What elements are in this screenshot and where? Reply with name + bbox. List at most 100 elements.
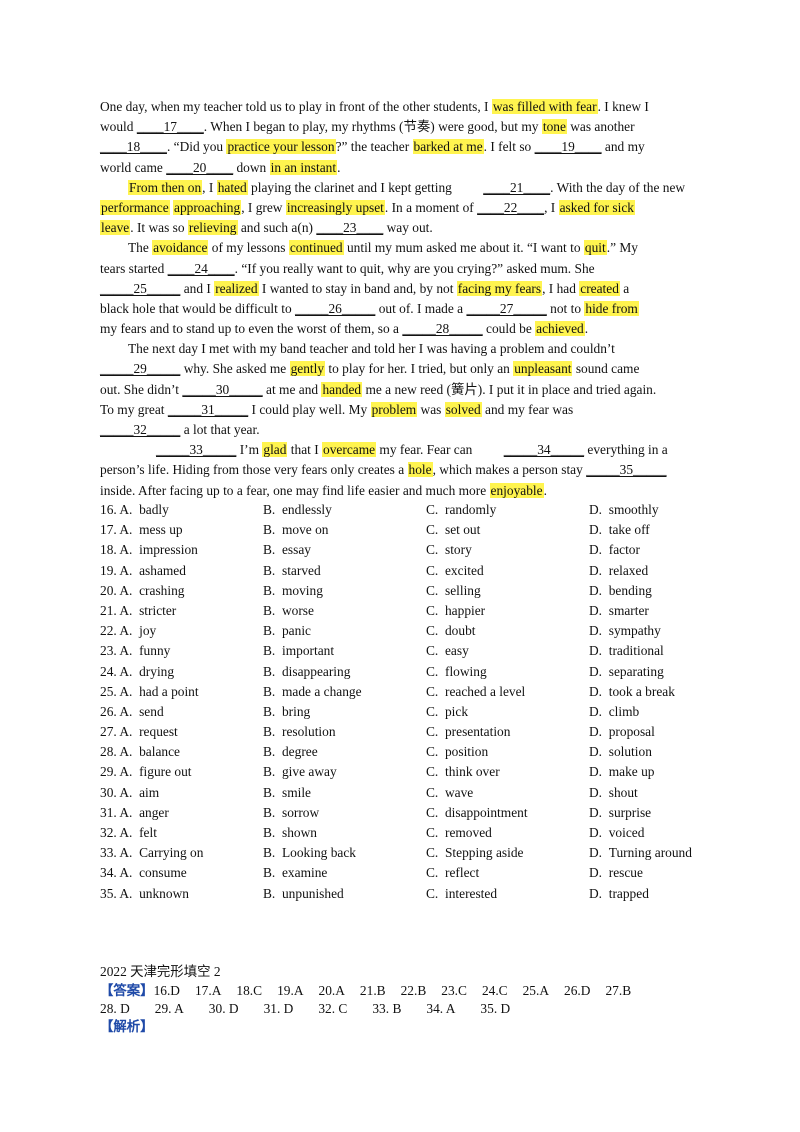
cloze-blank: ____24____: [167, 260, 235, 276]
option-text: stricter: [139, 602, 177, 618]
option-d: D. shout: [589, 783, 638, 803]
answer-item: 16.D: [153, 983, 180, 998]
question-number: 16.: [100, 502, 117, 517]
highlighted-phrase: handed: [321, 381, 363, 397]
passage-text: black hole that would be difficult to: [100, 300, 295, 316]
option-letter: D.: [589, 885, 603, 901]
option-letter: B.: [263, 502, 276, 517]
passage-text: I’m: [236, 442, 263, 458]
option-letter: C.: [426, 784, 439, 800]
option-letter: D.: [589, 562, 603, 578]
highlighted-phrase: achieved: [535, 321, 585, 337]
option-letter: C.: [426, 724, 439, 740]
option-text: Looking back: [281, 845, 356, 861]
option-letter: A.: [119, 885, 133, 901]
option-letter: D.: [589, 703, 603, 719]
option-letter: B.: [263, 623, 276, 639]
option-b: B. sorrow: [263, 803, 319, 823]
option-c: C. selling: [426, 581, 481, 601]
cloze-blank: ____22____: [477, 199, 545, 215]
option-text: factor: [608, 542, 640, 558]
option-d: D. traditional: [589, 641, 664, 661]
option-letter: B.: [263, 522, 276, 538]
option-letter: A.: [119, 522, 133, 538]
option-text: worse: [281, 602, 314, 618]
question-number: 20.: [100, 582, 117, 598]
option-text: degree: [281, 744, 318, 760]
option-b: B. examine: [263, 863, 327, 883]
option-b: B. smile: [263, 783, 311, 803]
answer-item: 19.A: [277, 983, 304, 998]
option-letter: C.: [426, 865, 439, 881]
option-d: D. took a break: [589, 682, 675, 702]
highlighted-phrase: practice your lesson: [226, 139, 336, 155]
highlighted-phrase: tone: [541, 119, 567, 135]
option-a: 33. A. Carrying on: [100, 843, 203, 863]
cloze-blank: _____33_____: [156, 442, 237, 458]
passage-line: _____33_____ I’m glad that I overcame my…: [100, 440, 702, 460]
option-b: B. moving: [263, 581, 323, 601]
passage-line: The avoidance of my lessons continued un…: [100, 238, 702, 258]
question-number: 28.: [100, 744, 117, 760]
option-letter: C.: [426, 744, 439, 760]
highlighted-phrase: solved: [444, 401, 482, 417]
option-c: C. pick: [426, 702, 468, 722]
highlighted-phrase: in an instant: [269, 159, 338, 175]
passage-line: performance approaching, I grew increasi…: [100, 198, 702, 218]
option-text: starved: [281, 562, 321, 578]
option-text: crashing: [139, 582, 185, 598]
passage-text: could be: [482, 321, 536, 337]
option-d: D. solution: [589, 742, 652, 762]
passage-text: One day, when my teacher told us to play…: [100, 99, 492, 114]
passage-line: leave. It was so relieving and such a(n)…: [100, 218, 702, 238]
option-text: essay: [281, 542, 311, 558]
cloze-blank: ____20____: [166, 159, 234, 175]
question-number: 29.: [100, 764, 117, 780]
passage-text: . “Did you: [166, 139, 227, 155]
option-text: bending: [608, 582, 652, 598]
option-a: 17. A. mess up: [100, 520, 183, 540]
option-letter: B.: [263, 885, 276, 901]
highlighted-phrase: continued: [288, 240, 344, 256]
passage-line: _____32_____ a lot that year.: [100, 420, 702, 440]
cloze-blank: _____25_____: [100, 280, 181, 296]
option-letter: B.: [263, 703, 276, 719]
answer-item: 32. C: [318, 1001, 348, 1016]
option-letter: B.: [263, 784, 276, 800]
passage-text: . I knew I: [597, 99, 649, 114]
option-text: drying: [139, 663, 175, 679]
option-letter: A.: [119, 502, 133, 517]
option-letter: D.: [589, 602, 603, 618]
cloze-blank: _____32_____: [100, 422, 181, 437]
passage-line: ____18____. “Did you practice your lesso…: [100, 137, 702, 157]
passage-text: , I had: [542, 280, 580, 296]
answer-item: 17.A: [194, 983, 222, 998]
passage-line: black hole that would be difficult to __…: [100, 299, 702, 319]
option-text: relaxed: [608, 562, 649, 578]
question-number: 32.: [100, 825, 117, 840]
option-text: story: [444, 542, 472, 558]
option-text: unknown: [139, 885, 189, 901]
passage-line: To my great _____31_____ I could play we…: [100, 400, 702, 420]
option-text: balance: [139, 744, 180, 760]
passage-line: One day, when my teacher told us to play…: [100, 97, 702, 117]
passage-line: _____29_____ why. She asked me gently to…: [100, 359, 702, 379]
highlighted-phrase: enjoyable: [489, 482, 544, 498]
option-letter: A.: [119, 703, 133, 719]
answer-label: 【答案】: [100, 983, 154, 998]
option-letter: B.: [263, 764, 276, 780]
option-text: give away: [281, 764, 337, 780]
cloze-blank: ____19____: [534, 139, 602, 155]
option-text: moving: [281, 582, 323, 598]
answer-item: 27.B: [605, 983, 632, 998]
passage-text: way out.: [383, 220, 433, 236]
passage-line: tears started ____24____. “If you really…: [100, 259, 702, 279]
option-c: C. interested: [426, 884, 497, 904]
